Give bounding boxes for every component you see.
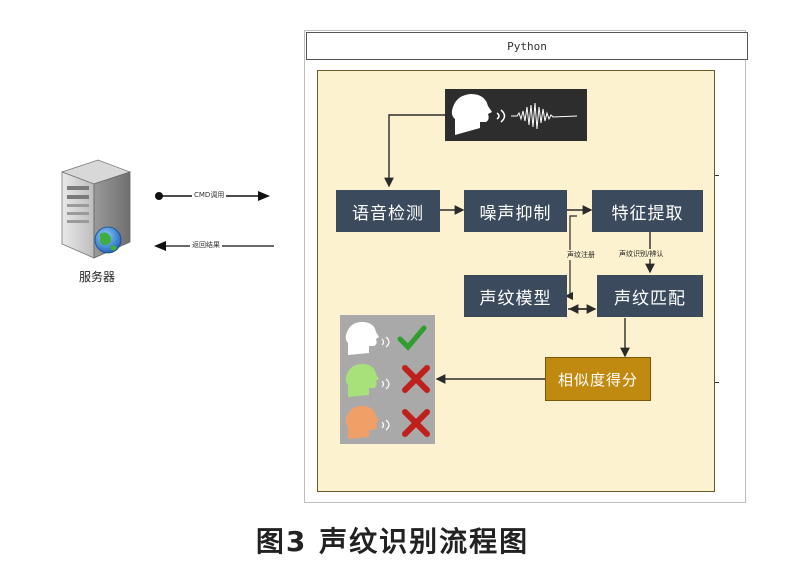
- python-header: Python: [306, 32, 748, 60]
- server-icon: [50, 150, 140, 265]
- check-icon: [397, 323, 427, 353]
- voiceprint-model-box: 声纹模型: [464, 275, 567, 317]
- similarity-score-box: 相似度得分: [545, 357, 651, 401]
- panel-tick: [715, 382, 719, 383]
- panel-tick: [715, 175, 719, 176]
- voiceprint-recognition-label: 声纹识别/辨认: [619, 249, 664, 259]
- figure-caption: 图3 声纹识别流程图: [255, 525, 530, 558]
- cross-icon: [401, 364, 431, 394]
- feature-extract-box: 特征提取: [592, 190, 703, 232]
- return-result-label: 返回结果: [190, 240, 222, 250]
- cross-icon: [401, 408, 431, 438]
- cmd-call-label: CMD调用: [192, 190, 227, 200]
- voiceprint-match-box: 声纹匹配: [597, 275, 703, 317]
- server-label: 服务器: [78, 270, 115, 284]
- noise-suppress-box: 噪声抑制: [464, 190, 567, 232]
- voice-detect-box: 语音检测: [336, 190, 440, 232]
- voiceprint-register-label: 声纹注册: [567, 250, 595, 260]
- speaker-input-image: [445, 89, 587, 141]
